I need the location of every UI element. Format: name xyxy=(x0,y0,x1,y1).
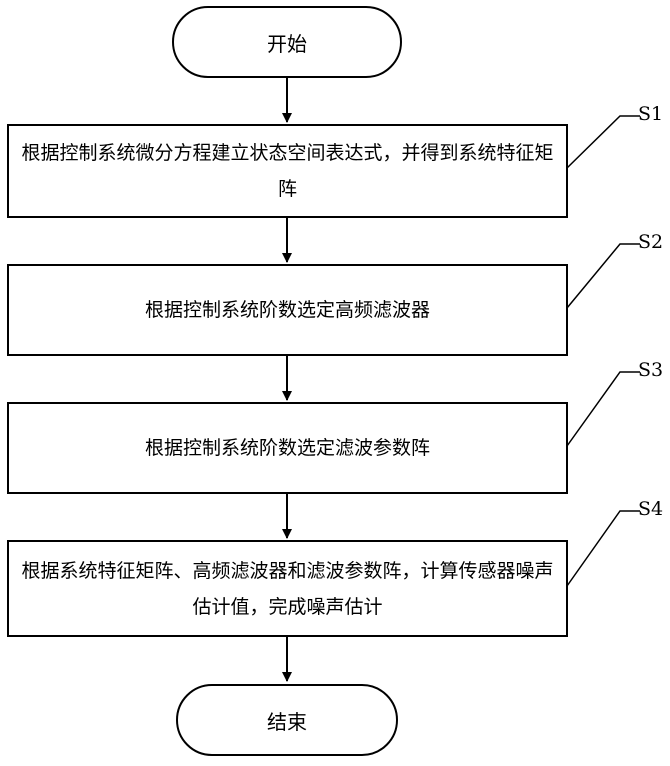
step-s2-box: 根据控制系统阶数选定高频滤波器 xyxy=(7,264,568,356)
step-s4-text: 根据系统特征矩阵、高频滤波器和滤波参数阵，计算传感器噪声估计值，完成噪声估计 xyxy=(13,553,562,625)
leader-line-s2 xyxy=(567,244,640,308)
step-s1-text: 根据控制系统微分方程建立状态空间表达式，并得到系统特征矩阵 xyxy=(13,135,562,207)
leader-line-s3 xyxy=(567,372,640,446)
step-s3-text: 根据控制系统阶数选定滤波参数阵 xyxy=(13,430,562,466)
leader-line-s4 xyxy=(567,511,640,586)
end-terminal: 结束 xyxy=(176,684,398,756)
leader-line-s1 xyxy=(567,116,640,168)
step-s4-label: S4 xyxy=(638,498,663,520)
step-s1-label: S1 xyxy=(638,103,663,125)
step-s4-box: 根据系统特征矩阵、高频滤波器和滤波参数阵，计算传感器噪声估计值，完成噪声估计 xyxy=(7,540,568,637)
step-s2-text: 根据控制系统阶数选定高频滤波器 xyxy=(13,292,562,328)
start-label: 开始 xyxy=(267,28,307,57)
start-terminal: 开始 xyxy=(172,6,402,78)
step-s2-label: S2 xyxy=(638,231,663,253)
end-label: 结束 xyxy=(267,706,307,735)
step-s3-label: S3 xyxy=(638,359,663,381)
step-s1-box: 根据控制系统微分方程建立状态空间表达式，并得到系统特征矩阵 xyxy=(7,124,568,218)
step-s3-box: 根据控制系统阶数选定滤波参数阵 xyxy=(7,402,568,494)
